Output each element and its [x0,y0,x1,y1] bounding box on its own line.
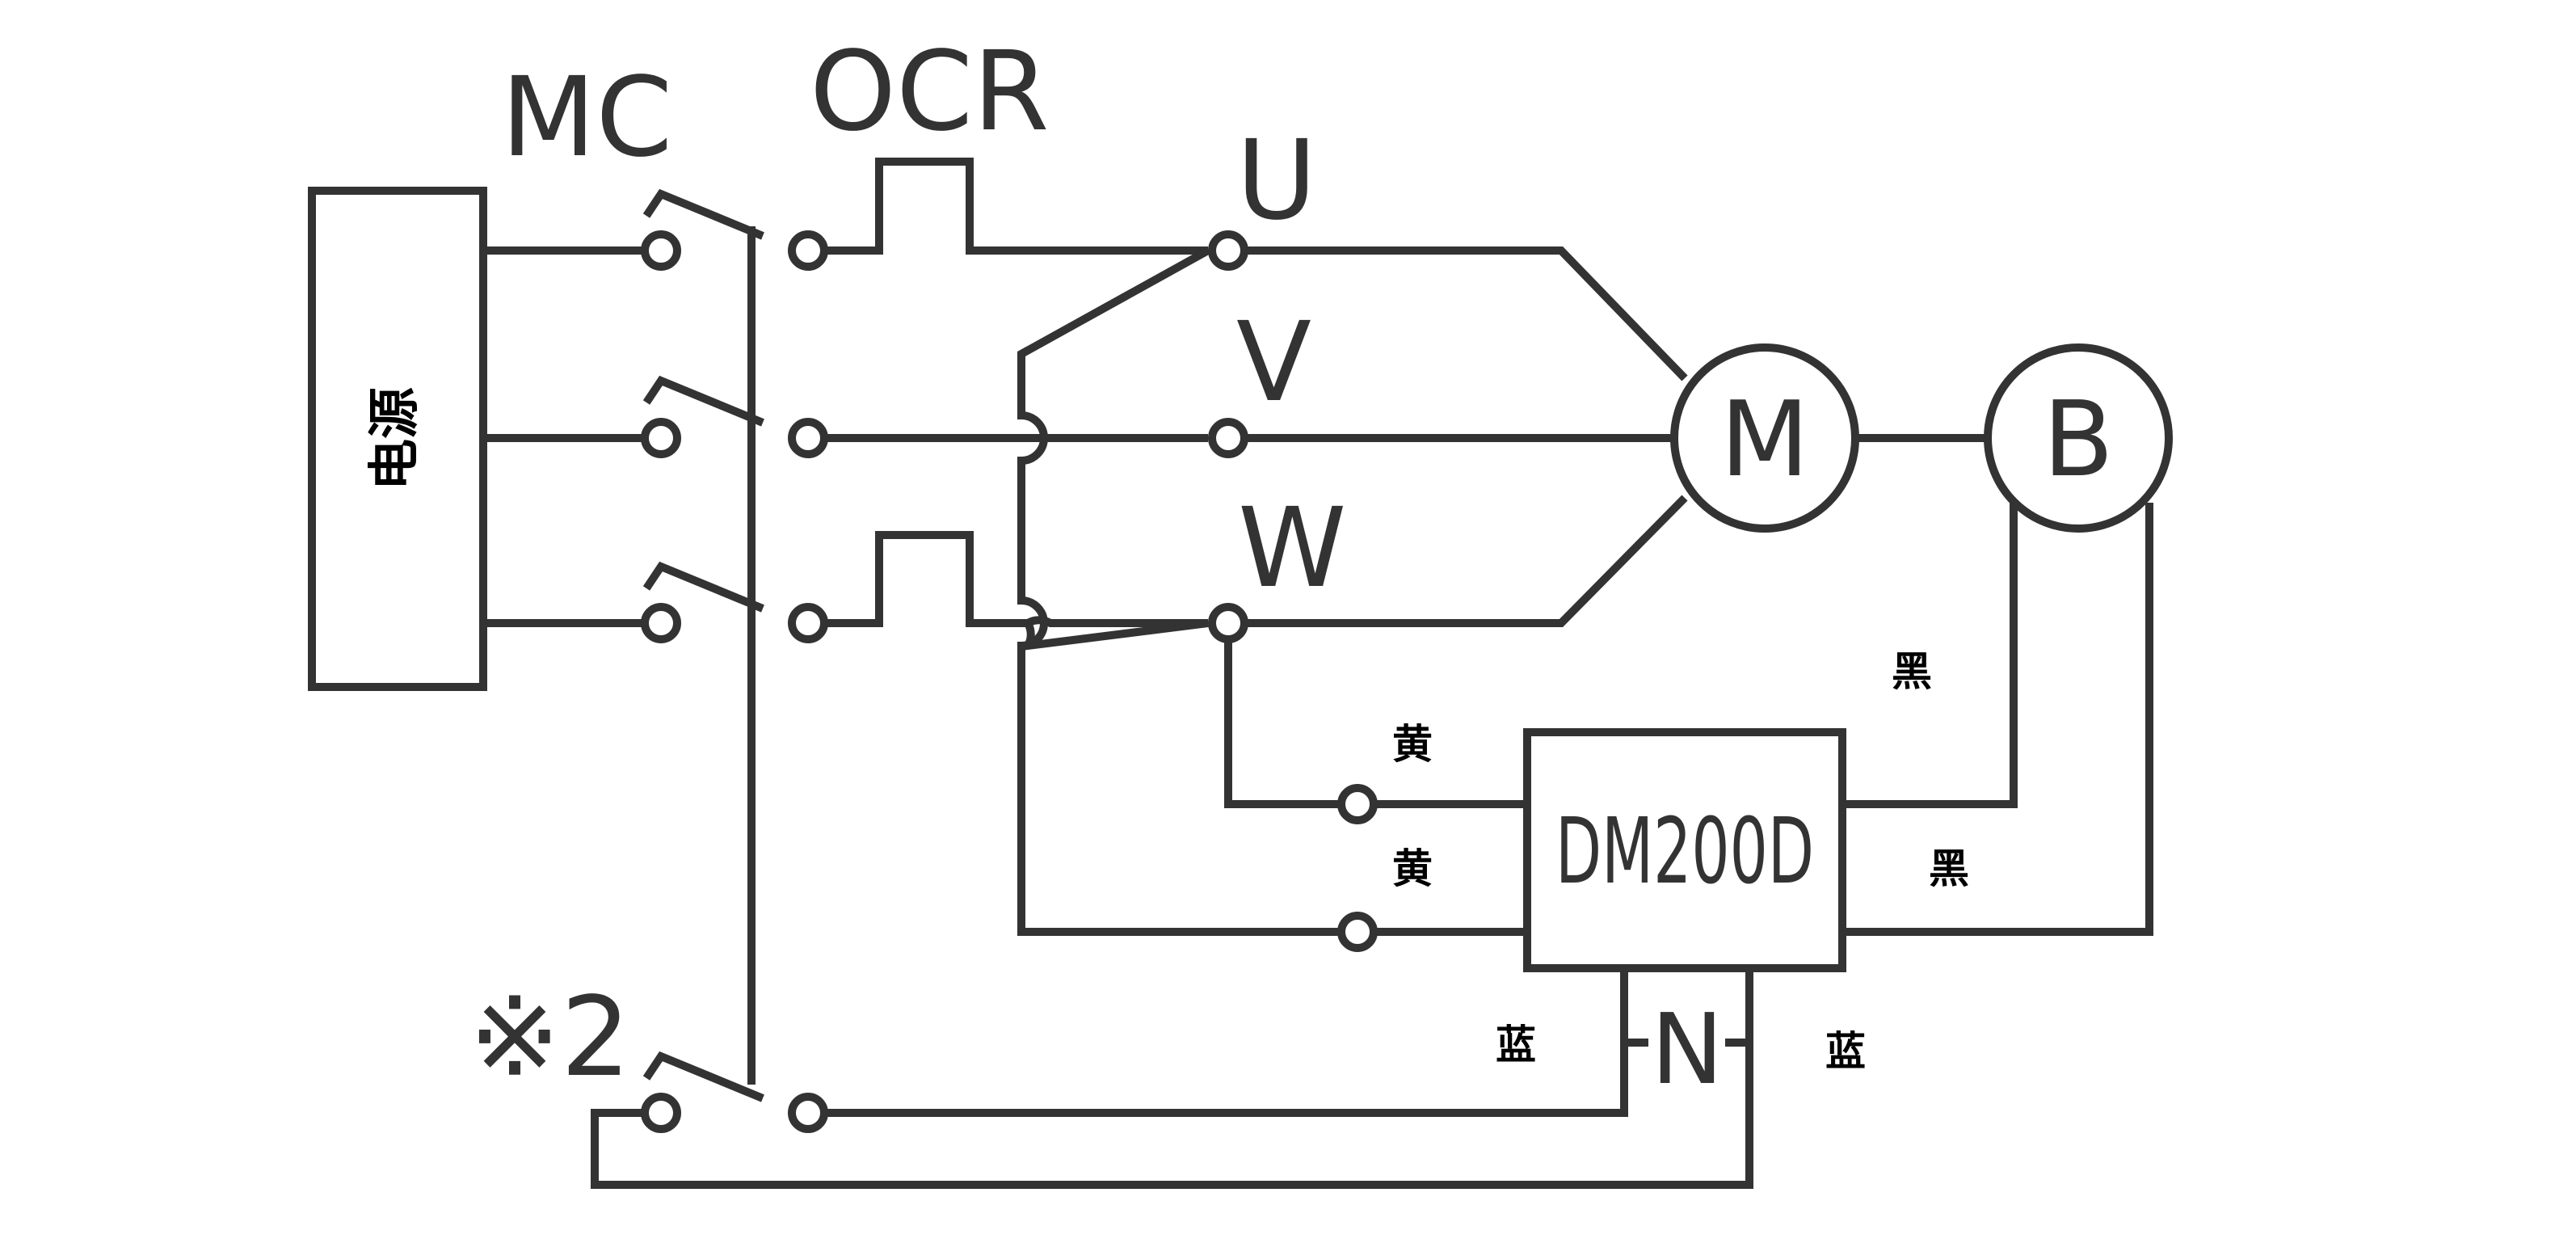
supply-lines [483,246,646,627]
module-input-leads [1374,800,1527,936]
n-element-label: N [1651,994,1724,1106]
brake-label: B [2043,380,2114,500]
dm200d-label: DM200D [1555,799,1814,904]
wire-color-yellow-bottom: 黄 [1392,845,1433,892]
motor-leads [1224,246,1688,808]
phase-u-label: U [1236,117,1317,245]
wire-color-black-bottom: 黑 [1929,845,1969,892]
ocr-relay [808,158,1208,627]
terminals [641,230,1378,1133]
phase-w-label: W [1238,485,1346,613]
phase-v-label: V [1236,299,1311,427]
wire-color-black-top: 黑 [1892,648,1932,695]
note-label: ※2 [469,974,630,1102]
mc-contactor [642,188,764,1085]
wire-color-yellow-top: 黄 [1392,721,1433,768]
power-source-label: 电源 [365,387,425,491]
brake-leads [1842,503,2153,936]
wire-color-blue-right: 蓝 [1825,1028,1866,1075]
wire-color-blue-left: 蓝 [1496,1022,1536,1068]
mc-label: MC [501,54,672,182]
motor-label: M [1720,380,1809,500]
power-source-box [308,187,487,691]
feeder-bus [1017,246,1357,936]
ocr-label: OCR [810,28,1050,156]
brake-symbol [1984,343,2173,533]
dm200d-module [1523,728,1846,972]
aux-switch-blade [642,1051,764,1102]
n-element-circuit [591,968,1753,1189]
